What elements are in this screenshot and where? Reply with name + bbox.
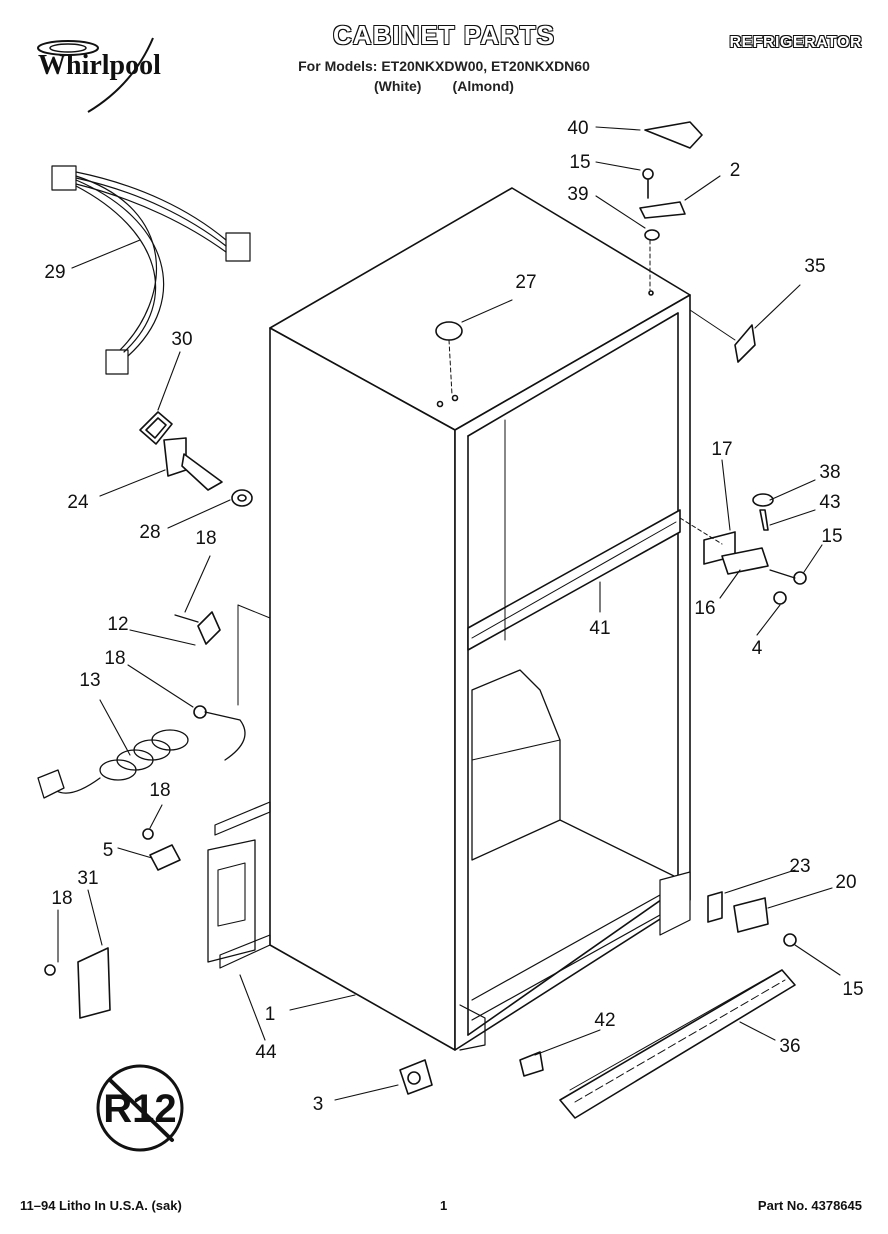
callout-3: 3 (313, 1094, 324, 1115)
screw-18c (142, 828, 154, 840)
washer-38 (752, 493, 774, 507)
roller-3 (399, 1059, 433, 1095)
screw-4 (773, 591, 787, 605)
screw-15c (783, 933, 797, 947)
colors-line: (White) (Almond) (374, 78, 514, 94)
badge-text: R12 (103, 1087, 176, 1131)
cover-31 (77, 947, 111, 1019)
hinge-screw (642, 168, 654, 180)
callout-18: 18 (195, 528, 216, 549)
callout-29: 29 (44, 262, 65, 283)
hinge-shim (644, 229, 660, 241)
callout-24: 24 (67, 492, 89, 513)
callout-2: 2 (730, 160, 741, 181)
callout-30: 30 (171, 329, 192, 350)
callout-15: 15 (821, 526, 842, 547)
cabinet-body (269, 187, 691, 1051)
brand-swoosh-icon (37, 37, 154, 113)
clip-5 (149, 844, 181, 871)
footer-page-number: 1 (440, 1198, 448, 1213)
callout-31: 31 (77, 868, 98, 889)
callout-13: 13 (79, 670, 100, 691)
trim-piece (734, 324, 756, 363)
screw-18b (193, 705, 207, 719)
clip-42 (519, 1051, 544, 1077)
callout-27: 27 (515, 272, 536, 293)
callout-35: 35 (804, 256, 825, 277)
page-title: CABINET PARTS (333, 20, 555, 50)
callout-12: 12 (107, 614, 128, 635)
footer-part-number: Part No. 4378645 (757, 1198, 862, 1213)
callout-39: 39 (567, 184, 588, 205)
bracket-23 (707, 891, 723, 923)
callout-1: 1 (265, 1004, 276, 1025)
power-cord (37, 729, 189, 799)
top-hinge (639, 201, 686, 219)
category-label: REFRIGERATOR (729, 34, 862, 51)
tube-nut (231, 489, 253, 507)
callout-4: 4 (752, 638, 763, 659)
callout-36: 36 (779, 1036, 800, 1057)
callout-44: 44 (255, 1042, 277, 1063)
callout-17: 17 (711, 439, 732, 460)
screw-15b (793, 571, 807, 585)
wire-harness (51, 165, 251, 375)
no-r12-icon (96, 1064, 184, 1152)
callout-16: 16 (694, 598, 715, 619)
footer-litho: 11–94 Litho In U.S.A. (sak) (20, 1198, 182, 1213)
callout-18: 18 (51, 888, 72, 909)
callout-41: 41 (589, 618, 610, 639)
callout-28: 28 (139, 522, 160, 543)
callout-18: 18 (104, 648, 125, 669)
side-panel-bracket (207, 839, 256, 963)
callout-5: 5 (103, 840, 114, 861)
center-hinge-16 (721, 547, 769, 575)
callout-23: 23 (789, 856, 810, 877)
toe-grille (559, 969, 796, 1119)
callout-43: 43 (819, 492, 840, 513)
hinge-pin-43 (759, 509, 769, 531)
callout-18: 18 (149, 780, 170, 801)
top-plug (435, 321, 463, 341)
models-line: For Models: ET20NKXDW00, ET20NKXDN60 (298, 58, 590, 74)
callout-15: 15 (842, 979, 863, 1000)
callout-42: 42 (594, 1010, 615, 1031)
leveler-20 (733, 897, 769, 933)
hinge-cover (644, 121, 703, 149)
screw-18d (44, 964, 56, 976)
callout-20: 20 (835, 872, 856, 893)
callout-40: 40 (567, 118, 588, 139)
clip-12 (197, 611, 221, 645)
callout-38: 38 (819, 462, 840, 483)
callout-15: 15 (569, 152, 590, 173)
grommet (139, 411, 173, 445)
